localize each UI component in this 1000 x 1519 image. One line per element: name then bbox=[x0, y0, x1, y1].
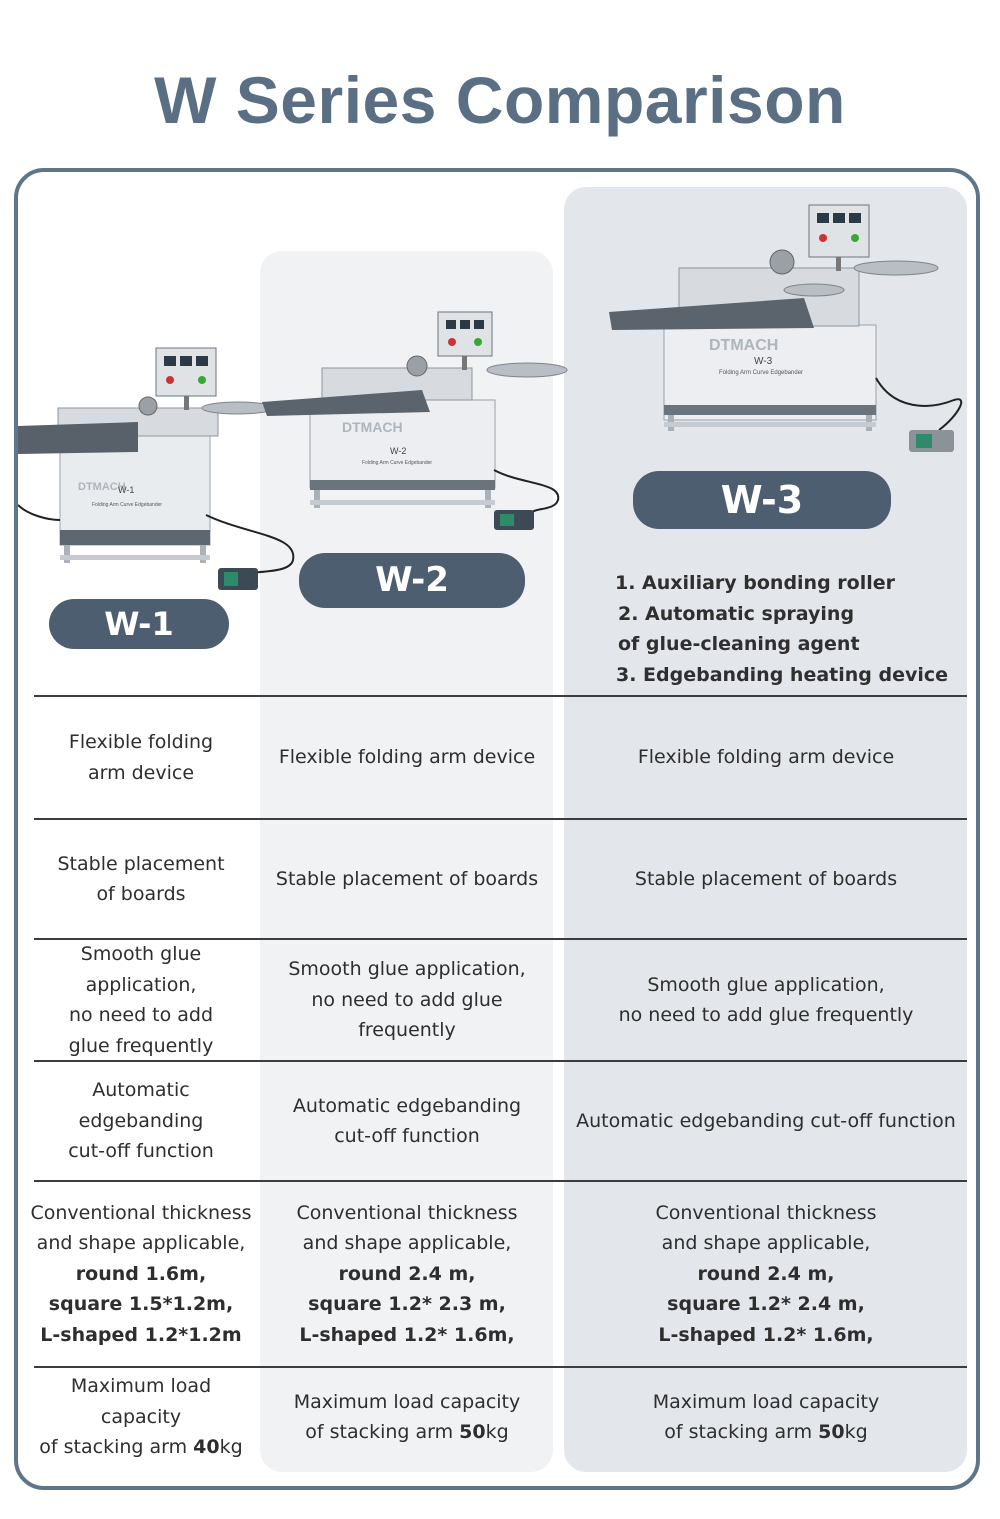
cell-line: no need to add bbox=[68, 1004, 214, 1026]
spec-line: L-shaped 1.2* 1.6m, bbox=[299, 1323, 515, 1346]
cell-line: Conventional thickness bbox=[296, 1201, 518, 1224]
w2-cutoff-cell: Automatic edgebanding cut-off function bbox=[262, 1062, 552, 1180]
cell-line: no need to add glue frequently bbox=[311, 988, 503, 1042]
cell-line: Smooth glue application, bbox=[80, 943, 202, 996]
w3-feature-item: of glue-cleaning agent bbox=[618, 633, 860, 655]
w3-placement-cell: Stable placement of boards bbox=[566, 820, 966, 938]
cell-line: Automatic edgebanding bbox=[292, 1094, 522, 1117]
cell-line: and shape applicable, bbox=[661, 1232, 871, 1255]
w2-glue-cell: Smooth glue application, no need to add g… bbox=[262, 940, 552, 1060]
w1-machine-brand: DTMACH bbox=[78, 481, 126, 493]
w3-thickness-cell: Conventional thickness and shape applicab… bbox=[566, 1182, 966, 1366]
w2-machine-brand: DTMACH bbox=[342, 419, 403, 435]
load-value: 40 bbox=[193, 1436, 220, 1459]
w1-machine-badge: W-1 bbox=[118, 485, 134, 495]
w2-machine-image: DTMACH W-2 Folding Arm Curve Edgebander bbox=[262, 311, 568, 530]
cell-line: of stacking arm bbox=[39, 1436, 194, 1459]
w1-thickness-cell: Conventional thickness and shape applicab… bbox=[30, 1182, 252, 1366]
cell-line: Stable placement of boards bbox=[634, 867, 898, 890]
load-value: 50 bbox=[818, 1421, 845, 1443]
page-title: W Series Comparison bbox=[154, 63, 846, 137]
w3-feature-item: 3. Edgebanding heating device bbox=[616, 663, 949, 686]
spec-line: square 1.5*1.2m, bbox=[48, 1293, 234, 1316]
w3-feature-item: 1. Auxiliary bonding roller bbox=[615, 572, 896, 594]
w1-folding-arm-cell: Flexible folding arm device bbox=[30, 697, 252, 818]
load-value: 50 bbox=[459, 1421, 486, 1443]
spec-line: square 1.2* 2.3 m, bbox=[308, 1293, 506, 1316]
cell-line: Stable placement bbox=[57, 852, 225, 875]
row-divider bbox=[34, 818, 967, 820]
load-unit: kg bbox=[219, 1436, 243, 1459]
load-unit: kg bbox=[844, 1421, 868, 1443]
row-divider bbox=[34, 695, 967, 697]
w2-model-badge: W-2 bbox=[299, 553, 525, 608]
w2-load-cell: Maximum load capacity of stacking arm 50k… bbox=[262, 1368, 552, 1466]
row-divider bbox=[34, 1366, 967, 1368]
cell-line: Smooth glue application, bbox=[647, 973, 885, 996]
cell-line: arm device bbox=[87, 761, 195, 784]
spec-line: round 2.4 m, bbox=[338, 1262, 476, 1285]
spec-line: round 1.6m, bbox=[75, 1262, 207, 1285]
cell-line: no need to add glue frequently bbox=[618, 1004, 914, 1026]
w1-model-badge: W-1 bbox=[49, 599, 229, 649]
cell-line: of stacking arm bbox=[305, 1421, 460, 1443]
w2-machine-caption: Folding Arm Curve Edgebander bbox=[362, 460, 432, 466]
w3-feature-item: 2. Automatic spraying bbox=[618, 602, 855, 625]
cell-line: cut-off function bbox=[334, 1125, 480, 1147]
spec-line: L-shaped 1.2*1.2m bbox=[40, 1323, 242, 1346]
w3-machine-image: DTMACH W-3 Folding Arm Curve Edgebander bbox=[609, 204, 963, 452]
w1-machine-caption: Folding Arm Curve Edgebander bbox=[92, 502, 162, 508]
w2-folding-arm-cell: Flexible folding arm device bbox=[262, 697, 552, 818]
cell-line: of boards bbox=[96, 883, 186, 905]
w3-model-badge: W-3 bbox=[633, 471, 891, 529]
w3-feature-list: 1. Auxiliary bonding roller 2. Automatic… bbox=[612, 568, 952, 690]
w3-machine-brand: DTMACH bbox=[709, 337, 778, 354]
cell-line: Flexible folding arm device bbox=[278, 746, 536, 769]
row-divider bbox=[34, 938, 967, 940]
w3-machine-badge: W-3 bbox=[754, 356, 773, 367]
cell-line: Automatic edgebanding cut-off function bbox=[576, 1109, 956, 1132]
cell-line: Flexible folding arm device bbox=[637, 746, 895, 769]
cell-line: Maximum load capacity bbox=[70, 1375, 212, 1428]
cell-line: Smooth glue application, bbox=[288, 958, 526, 981]
cell-line: Automatic edgebanding bbox=[78, 1079, 204, 1132]
w1-placement-cell: Stable placement of boards bbox=[30, 820, 252, 938]
cell-line: Maximum load capacity bbox=[652, 1390, 880, 1413]
w3-folding-arm-cell: Flexible folding arm device bbox=[566, 697, 966, 818]
cell-line: cut-off function bbox=[68, 1140, 214, 1163]
cell-line: of stacking arm bbox=[664, 1421, 819, 1443]
cell-line: Flexible folding bbox=[68, 731, 214, 753]
w3-cutoff-cell: Automatic edgebanding cut-off function bbox=[566, 1062, 966, 1180]
w1-machine-image: DTMACH W-1 Folding Arm Curve Edgebander bbox=[18, 347, 295, 590]
cell-line: Stable placement of boards bbox=[275, 867, 539, 890]
w1-cutoff-cell: Automatic edgebanding cut-off function bbox=[30, 1062, 252, 1180]
w2-thickness-cell: Conventional thickness and shape applicab… bbox=[262, 1182, 552, 1366]
row-divider bbox=[34, 1180, 967, 1182]
spec-line: round 2.4 m, bbox=[697, 1262, 835, 1285]
w3-glue-cell: Smooth glue application, no need to add g… bbox=[566, 940, 966, 1060]
spec-line: square 1.2* 2.4 m, bbox=[667, 1293, 865, 1316]
load-unit: kg bbox=[485, 1421, 509, 1443]
row-divider bbox=[34, 1060, 967, 1062]
cell-line: Conventional thickness bbox=[30, 1201, 252, 1224]
w3-load-cell: Maximum load capacity of stacking arm 50k… bbox=[566, 1368, 966, 1466]
cell-line: and shape applicable, bbox=[302, 1232, 512, 1255]
cell-line: glue frequently bbox=[68, 1034, 214, 1057]
cell-line: Maximum load capacity bbox=[293, 1390, 521, 1413]
w1-load-cell: Maximum load capacity of stacking arm 40k… bbox=[30, 1368, 252, 1466]
spec-line: L-shaped 1.2* 1.6m, bbox=[658, 1323, 874, 1346]
w1-glue-cell: Smooth glue application, no need to add gl… bbox=[30, 940, 252, 1060]
w2-machine-badge: W-2 bbox=[390, 446, 406, 456]
cell-line: Conventional thickness bbox=[655, 1201, 877, 1224]
w3-machine-caption: Folding Arm Curve Edgebander bbox=[719, 370, 803, 376]
w2-placement-cell: Stable placement of boards bbox=[262, 820, 552, 938]
cell-line: and shape applicable, bbox=[36, 1232, 246, 1255]
